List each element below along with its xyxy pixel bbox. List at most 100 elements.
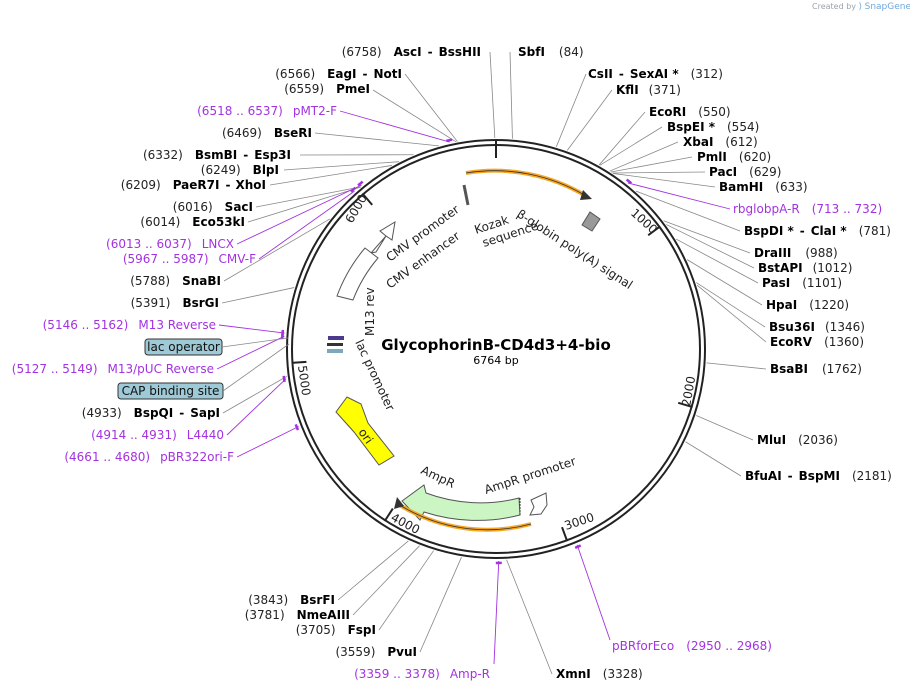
enzyme-label-bspdi[interactable]: BspDI *-ClaI *(781) [744, 224, 891, 238]
enzyme-label-blpi[interactable]: (6249)BlpI [201, 163, 279, 177]
enzyme-label-eco53ki[interactable]: (6014)Eco53kI [140, 215, 245, 229]
enzyme-connector-left-12 [337, 540, 409, 601]
enzyme-connector-right-17 [696, 415, 754, 441]
primer-mark-6 [282, 375, 286, 383]
kozak-sequence-mark[interactable] [462, 184, 470, 206]
enzyme-connector-right-8 [612, 173, 716, 188]
cmv-promoter-arrow[interactable] [369, 221, 396, 254]
m13-rev-mark[interactable] [328, 336, 344, 340]
primer-connector-2 [236, 184, 362, 245]
enzyme-label-bamhi[interactable]: BamHI(633) [719, 180, 808, 194]
enzyme-label-pmli[interactable]: PmlI(620) [697, 150, 771, 164]
lac-operator-box[interactable]: lac operator [144, 338, 223, 356]
enzyme-connector-left-3 [314, 132, 439, 147]
enzyme-connector-right-5 [609, 141, 679, 172]
tick-marks [291, 192, 693, 542]
tick-label-2000: 2000 [679, 375, 698, 408]
enzyme-connector-right-9 [635, 190, 741, 232]
ori-arrow[interactable] [335, 396, 395, 466]
enzyme-label-bstapi[interactable]: BstAPI(1012) [758, 261, 852, 275]
enzyme-connector-right-18 [685, 441, 742, 477]
enzyme-label-pvui[interactable]: (3559)PvuI [335, 645, 417, 659]
enzyme-connector-left-2 [372, 89, 457, 143]
enzyme-label-csii[interactable]: CsII-SexAI *(312) [588, 67, 723, 81]
enzyme-connector-left-10 [221, 287, 295, 304]
primer-label-m13-puc-reverse[interactable]: (5127 .. 5149)M13/pUC Reverse [12, 362, 214, 376]
enzyme-connector-left-14 [378, 550, 434, 631]
enzyme-connector-right-19 [506, 559, 553, 675]
enzyme-connector-right-4 [599, 126, 663, 166]
enzyme-label-asci[interactable]: (6758)AscI-BssHII [342, 45, 481, 59]
enzyme-label-bsrgi[interactable]: (5391)BsrGI [131, 296, 219, 310]
enzyme-label-paer7i[interactable]: (6209)PaeR7I-XhoI [121, 178, 266, 192]
primer-mark-7 [294, 424, 300, 431]
enzyme-label-mlui[interactable]: MluI(2036) [757, 433, 838, 447]
primer-mark-3 [350, 186, 357, 193]
enzyme-connector-right-12 [675, 238, 759, 284]
primer-label-pbrforeco[interactable]: pBRforEco(2950 .. 2968) [612, 639, 772, 653]
cap-site-mark[interactable] [327, 349, 343, 353]
enzyme-label-bsu36i[interactable]: Bsu36I(1346) [769, 320, 865, 334]
primer-label-m13-reverse[interactable]: (5146 .. 5162)M13 Reverse [43, 318, 216, 332]
primer-connector-7 [236, 426, 299, 458]
insert-orange-bar[interactable] [465, 168, 588, 198]
enzyme-label-paci[interactable]: PacI(629) [709, 165, 781, 179]
lac-operator-label: lac operator [147, 340, 220, 354]
enzyme-connector-left-1 [404, 73, 458, 142]
primer-connectors [216, 110, 731, 665]
enzyme-label-hpai[interactable]: HpaI(1220) [766, 298, 849, 312]
enzyme-label-draiii[interactable]: DraIII(988) [754, 246, 838, 260]
primer-label-l4440[interactable]: (4914 .. 4931)L4440 [91, 428, 224, 442]
enzyme-connector-right-0 [509, 51, 513, 139]
enzyme-connector-left-5 [283, 161, 399, 171]
primer-label-lncx[interactable]: (6013 .. 6037)LNCX [106, 237, 234, 251]
enzyme-label-bsmbi[interactable]: (6332)BsmBI-Esp3I [143, 148, 291, 162]
enzyme-label-bseri[interactable]: (6469)BseRI [222, 126, 312, 140]
enzyme-label-eagi[interactable]: (6566)EagI-NotI [275, 67, 402, 81]
cap-binding-site-connector [222, 343, 290, 392]
enzyme-label-saci[interactable]: (6016)SacI [173, 200, 253, 214]
beta-globin-polya-box[interactable] [581, 211, 601, 232]
cmv-enhancer-arrow[interactable] [336, 247, 379, 301]
ampr-promoter-arrow[interactable] [529, 492, 548, 516]
enzyme-label-kfli[interactable]: KflI(371) [616, 83, 681, 97]
insert-orange-bar-outline [465, 170, 587, 197]
enzyme-connector-left-9 [223, 218, 331, 282]
tick-mark-3000 [561, 526, 569, 542]
enzyme-connector-left-7 [255, 186, 361, 208]
enzyme-label-sbfi[interactable]: SbfI(84) [518, 45, 584, 59]
snapgene-logo-icon: ⟩ [858, 2, 863, 12]
enzyme-label-snabi[interactable]: (5788)SnaBI [130, 274, 221, 288]
enzyme-connector-right-16 [706, 362, 767, 370]
primer-label-amp-r[interactable]: (3359 .. 3378)Amp-R [354, 667, 490, 681]
enzyme-connectors [221, 51, 767, 675]
cap-binding-site-box[interactable]: CAP binding site [117, 382, 224, 400]
enzyme-connector-right-3 [598, 111, 646, 166]
enzyme-label-bsabi[interactable]: BsaBI(1762) [770, 362, 862, 376]
enzyme-label-ecorv[interactable]: EcoRV(1360) [770, 335, 864, 349]
primer-mark-2 [357, 180, 364, 187]
enzyme-label-bspei[interactable]: BspEI *(554) [667, 120, 759, 134]
enzyme-label-pasi[interactable]: PasI(1101) [762, 276, 842, 290]
primer-label-rbglobpa-r[interactable]: rbglobpA-R(713 .. 732) [733, 202, 882, 216]
enzyme-label-xbai[interactable]: XbaI(612) [683, 135, 758, 149]
enzyme-label-nmeaiii[interactable]: (3781)NmeAIII [245, 608, 350, 622]
primer-mark-0 [446, 138, 453, 143]
enzyme-label-bspqi[interactable]: (4933)BspQI-SapI [82, 406, 220, 420]
enzyme-label-bsrfi[interactable]: (3843)BsrFI [248, 593, 335, 607]
enzyme-connector-left-15 [419, 556, 462, 653]
primer-label-pmt2-f[interactable]: (6518 .. 6537)pMT2-F [197, 104, 337, 118]
enzyme-label-pmei[interactable]: (6559)PmeI [284, 82, 370, 96]
snapgene-credit: Created by ⟩ SnapGene [812, 2, 910, 12]
enzyme-connector-right-10 [663, 220, 751, 254]
primer-connector-1 [627, 182, 731, 210]
enzyme-label-ecori[interactable]: EcoRI(550) [649, 105, 731, 119]
lac-operator-mark[interactable] [327, 343, 343, 346]
enzyme-label-xmni[interactable]: XmnI(3328) [556, 667, 643, 681]
primer-label-cmv-f[interactable]: (5967 .. 5987)CMV-F [123, 252, 256, 266]
enzyme-label-bfuai[interactable]: BfuAI-BspMI(2181) [745, 469, 892, 483]
enzyme-connector-right-15 [696, 284, 767, 343]
ampr-arrow[interactable] [401, 484, 521, 521]
enzyme-label-fspi[interactable]: (3705)FspI [296, 623, 376, 637]
primer-label-pbr322ori-f[interactable]: (4661 .. 4680)pBR322ori-F [64, 450, 234, 464]
